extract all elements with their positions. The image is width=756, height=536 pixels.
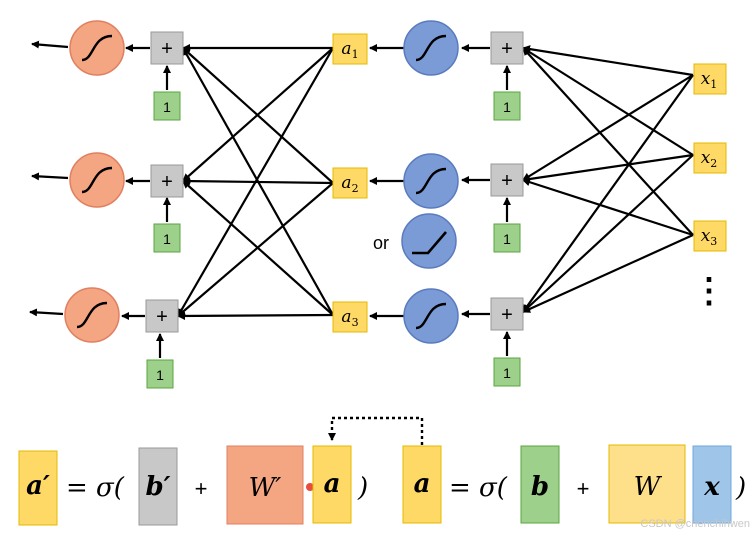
hidden-to-output-edges [177, 44, 334, 320]
output-sigmoid-2 [69, 152, 125, 208]
plus-sign: + [577, 476, 590, 501]
a-box-decoder [312, 445, 352, 524]
input-x-label: x3 [701, 226, 718, 248]
relu-alternative: or [373, 213, 457, 269]
a-prime-symbol: a′ [26, 471, 50, 501]
input-x-label: x2 [701, 148, 718, 170]
b-symbol: b [531, 472, 549, 502]
w-prime-box [226, 445, 304, 525]
hidden-a-box [332, 33, 368, 65]
hidden-sum-box [490, 163, 524, 197]
encoder-equation: a = σ( b + W x ) [402, 444, 746, 524]
decoder-equation: a′ = σ( b′ + W′ a ) [18, 445, 368, 526]
cursor-dot [306, 483, 314, 491]
input-x-box [693, 220, 727, 252]
output-sum-box [150, 31, 184, 65]
output-sum-plus: + [156, 306, 168, 328]
output-bias-label: 1 [163, 99, 171, 115]
output-bias-label: 1 [156, 367, 164, 383]
plus-sign: + [195, 476, 208, 501]
hidden-sigmoid-1 [403, 20, 459, 76]
hidden-a-label: a3 [341, 307, 358, 329]
hidden-bias-box [493, 357, 521, 387]
output-row-2: + 1 [31, 152, 184, 253]
output-sigmoid-1 [69, 20, 125, 76]
hidden-sigmoid-2 [403, 153, 459, 209]
output-bias-box [153, 223, 181, 253]
output-sum-box [150, 164, 184, 198]
hidden-bias-label: 1 [503, 99, 511, 115]
input-x-label: x1 [701, 69, 718, 91]
hidden-sum-box [490, 31, 524, 65]
output-sum-box [145, 299, 179, 333]
ellipsis-dots: ⋮ [692, 272, 726, 310]
reuse-dotted-arrow [328, 416, 424, 445]
relu-icon [401, 213, 457, 269]
output-sigmoid-3 [64, 287, 120, 343]
hidden-sum-plus: + [501, 304, 513, 326]
w-symbol: W [634, 472, 663, 502]
hidden-sigmoid-3 [403, 288, 459, 344]
output-bias-box [146, 359, 174, 389]
hidden-row-1: + 1 a1 [332, 20, 524, 121]
eq-sigma-open: = σ( [449, 473, 508, 503]
b-box [520, 445, 560, 524]
input-x-box [693, 63, 727, 95]
hidden-sum-plus: + [501, 38, 513, 60]
input-x-box [693, 142, 727, 174]
hidden-bias-box [493, 223, 521, 253]
x-box [692, 445, 732, 524]
eq-sigma-open: = σ( [66, 473, 125, 503]
a-symbol-encoder: a [414, 469, 431, 499]
output-bias-label: 1 [163, 231, 171, 247]
hidden-sum-plus: + [501, 170, 513, 192]
w-box [608, 444, 686, 524]
hidden-a-label: a1 [341, 39, 358, 61]
output-row-1: + 1 [31, 20, 184, 121]
a-prime-box [18, 450, 58, 526]
hidden-bias-box [493, 91, 521, 121]
a-box-encoder [402, 445, 442, 524]
input-to-hidden-edges [522, 45, 694, 314]
hidden-a-box [332, 301, 368, 333]
hidden-row-2: + 1 a2 [332, 153, 524, 253]
a-symbol-decoder: a [324, 469, 341, 499]
output-row-3: + 1 [29, 287, 179, 389]
hidden-row-3: + 1 a3 [332, 288, 524, 387]
paren-close: ) [735, 473, 746, 503]
output-sum-plus: + [161, 38, 173, 60]
x-symbol: x [703, 472, 720, 502]
b-prime-box [138, 447, 178, 526]
input-nodes: x1 x2 x3 ⋮ [692, 63, 727, 310]
output-bias-box [153, 91, 181, 121]
hidden-bias-label: 1 [503, 365, 511, 381]
or-label: or [373, 233, 389, 253]
hidden-bias-label: 1 [503, 231, 511, 247]
hidden-a-box [332, 167, 368, 199]
w-prime-symbol: W′ [249, 473, 282, 503]
b-prime-symbol: b′ [145, 472, 170, 502]
hidden-a-label: a2 [341, 173, 358, 195]
watermark: CSDN @chenchihwen [640, 518, 750, 530]
output-sum-plus: + [161, 171, 173, 193]
paren-close: ) [357, 473, 368, 503]
hidden-sum-box [490, 297, 524, 331]
